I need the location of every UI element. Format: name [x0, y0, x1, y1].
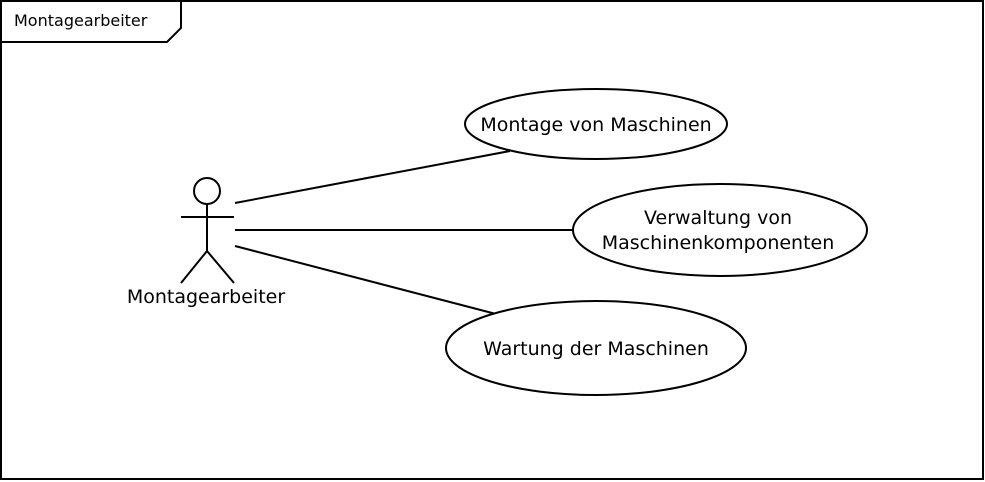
use-case-verwaltung[interactable]: Verwaltung von Maschinenkomponenten [572, 183, 868, 277]
actor-head [193, 177, 221, 205]
use-case-shape [445, 300, 747, 396]
actor-left-leg [180, 250, 208, 284]
actor[interactable] [180, 177, 235, 284]
use-case-label: Wartung der Maschinen [483, 338, 709, 360]
use-case-wartung[interactable]: Wartung der Maschinen [445, 300, 747, 396]
use-case-label: Montage von Maschinen [480, 114, 711, 136]
actor-name: Montagearbeiter [127, 286, 286, 308]
frame-tab [1, 1, 182, 43]
association-line-montage [234, 150, 511, 204]
frame-title: Montagearbeiter [14, 11, 148, 30]
actor-right-leg [206, 250, 235, 284]
use-case-montage[interactable]: Montage von Maschinen [464, 88, 728, 160]
use-case-label-line-2: Maschinenkomponenten [602, 232, 835, 254]
association-line-wartung [234, 245, 497, 315]
use-case-shape [572, 183, 868, 277]
use-case-label-line-1: Verwaltung von [644, 207, 792, 229]
use-case-shape [464, 88, 728, 160]
